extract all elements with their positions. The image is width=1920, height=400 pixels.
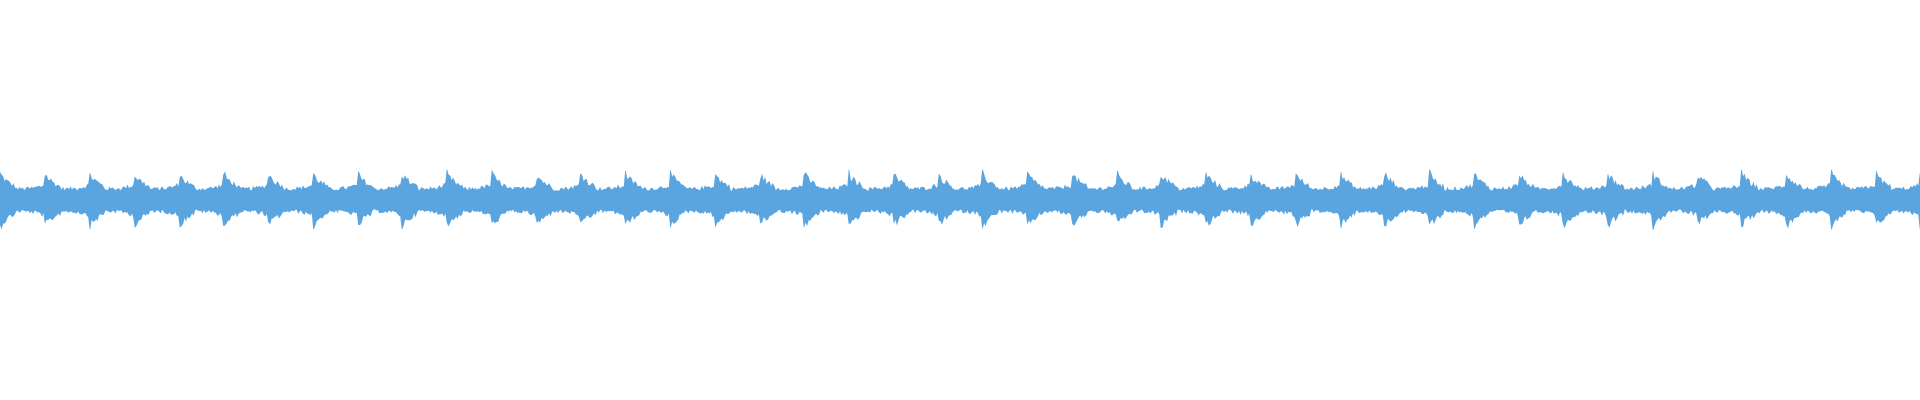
waveform-shape (0, 169, 1920, 230)
